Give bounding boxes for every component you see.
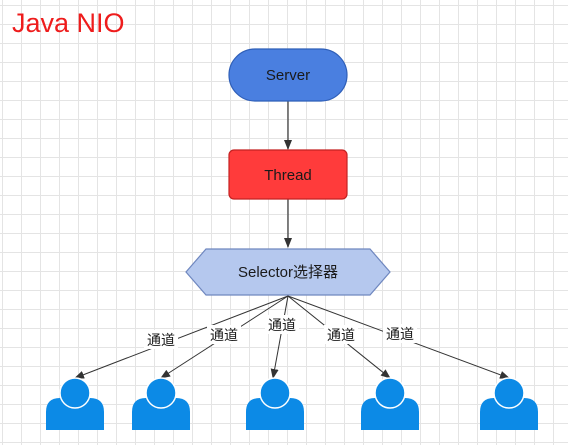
channel-label-5: 通道 [386, 327, 414, 343]
channel-label-2: 通道 [210, 328, 238, 344]
edge-label-background [265, 315, 299, 334]
channel-label-3: 通道 [268, 318, 296, 334]
user-icon-head-outline [259, 377, 291, 409]
diagram-title: Java NIO [12, 8, 125, 38]
user-icon-body [246, 398, 304, 430]
user-icon-head [260, 378, 290, 408]
edge-label-background [207, 325, 241, 344]
user-icon-head [60, 378, 90, 408]
user-icon-head-outline [59, 377, 91, 409]
thread-label: Thread [264, 167, 312, 184]
user-icon-head-outline [145, 377, 177, 409]
user-icon-body [132, 398, 190, 430]
client-user-icon-2[interactable] [132, 377, 190, 430]
client-user-icon-4[interactable] [361, 377, 419, 430]
user-icon-head-outline [374, 377, 406, 409]
user-icon-head-outline [493, 377, 525, 409]
user-icon-head [146, 378, 176, 408]
user-icon-body [361, 398, 419, 430]
client-user-icon-5[interactable] [480, 377, 538, 430]
selector-label: Selector选择器 [238, 264, 338, 281]
edge-label-background [324, 325, 358, 344]
user-icon-head [494, 378, 524, 408]
client-user-icon-1[interactable] [46, 377, 104, 430]
edge-label-background [383, 324, 417, 343]
channel-label-4: 通道 [327, 328, 355, 344]
edge-selector-client-1 [74, 295, 289, 379]
user-icon-head [375, 378, 405, 408]
selector-node[interactable]: Selector选择器 [185, 248, 391, 296]
server-label: Server [266, 67, 310, 84]
edge-selector-client-3 [270, 295, 289, 379]
thread-node[interactable]: Thread [228, 149, 348, 200]
user-icon-body [480, 398, 538, 430]
user-icon-body [46, 398, 104, 430]
edge-label-background [144, 330, 178, 349]
client-user-icon-3[interactable] [246, 377, 304, 430]
channel-label-1: 通道 [147, 333, 175, 349]
server-node[interactable]: Server [228, 48, 348, 102]
